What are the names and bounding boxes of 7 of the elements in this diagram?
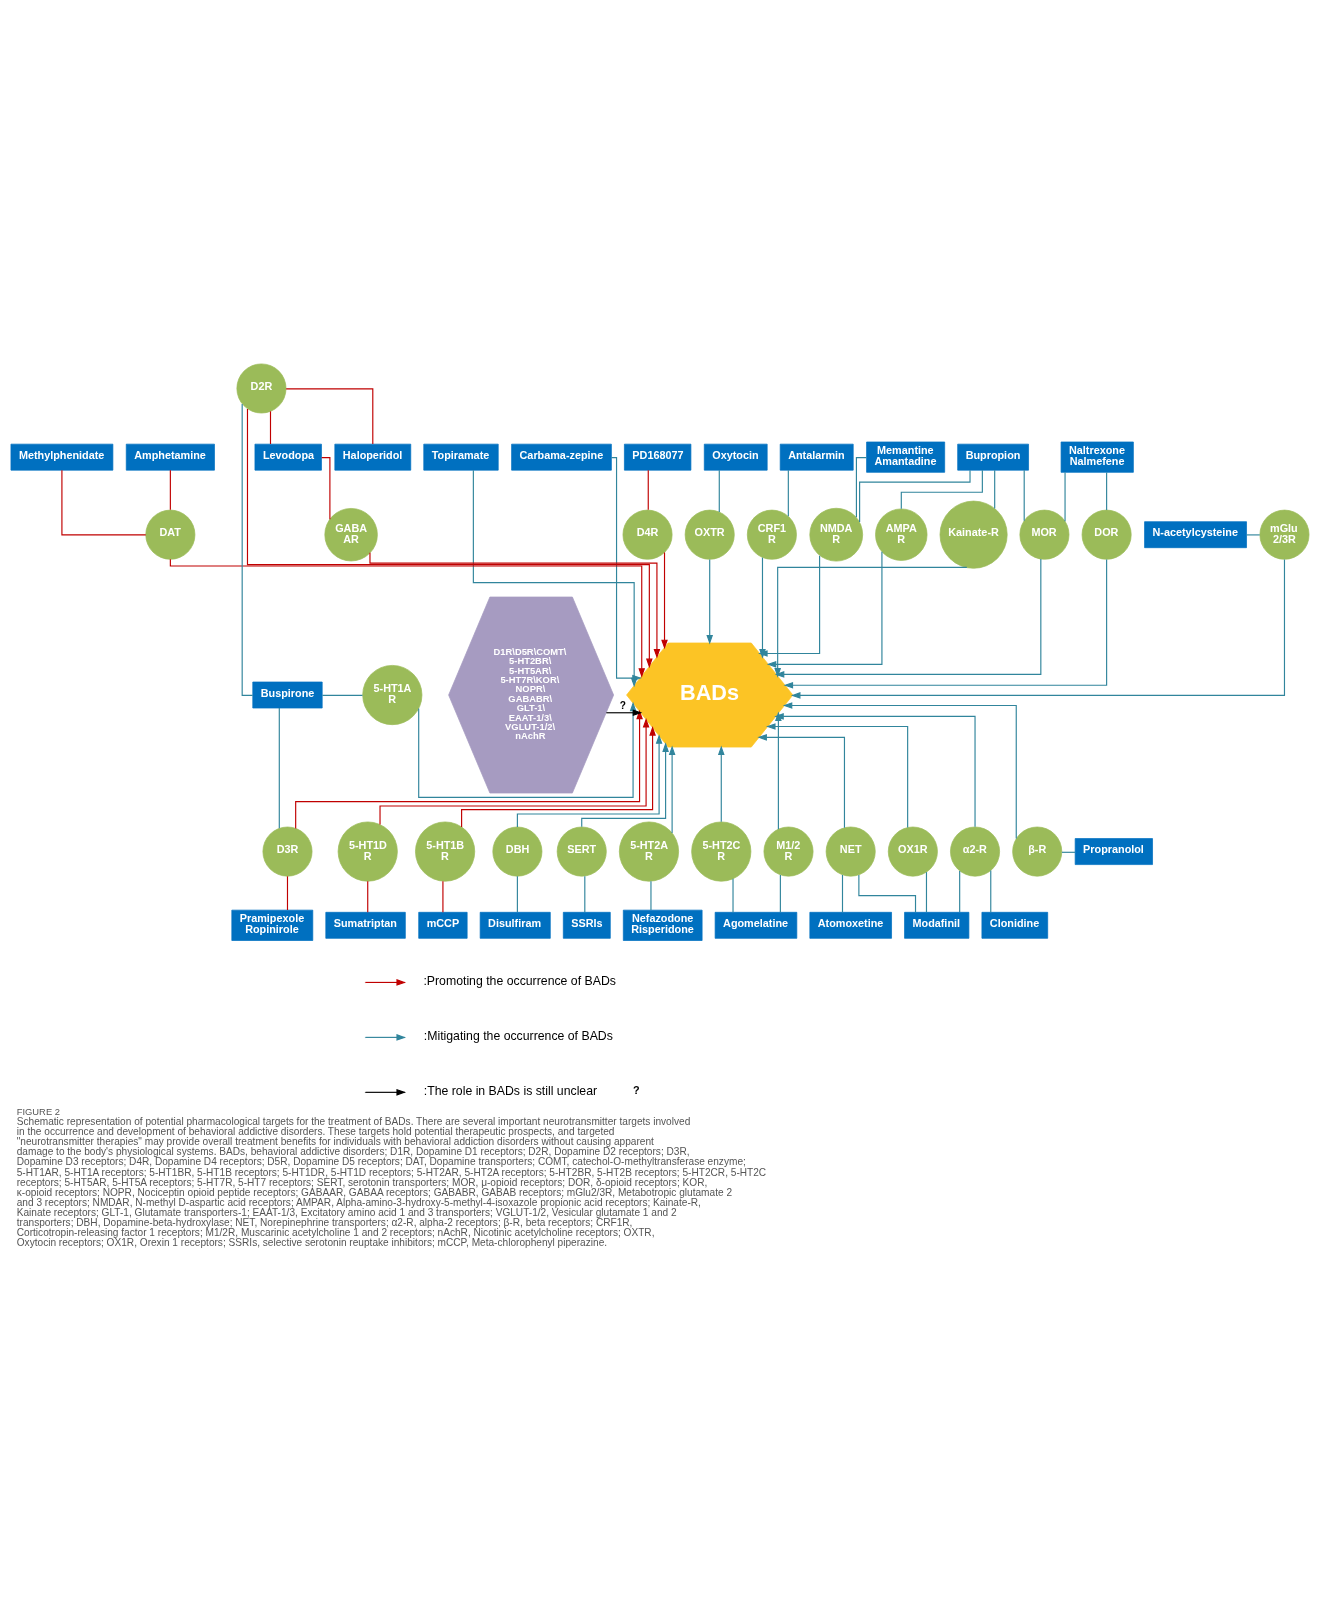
legend-label: :Mitigating the occurrence of BADs xyxy=(423,1029,613,1044)
caption: Schematic representation of potential pharmacological targets for the treatment of BADs. There are several important neurotransmitter targets involved in the occurrence and development of behavioral addictive disorders. These targets hold potential therapeutic prospects, and targeted "neurotransmitter therapies" may provide overall treatment benefits for individuals with behavioral addiction disorders without causing apparent damage to the body's physiological systems. BADs, behavioral addictive disorders; D1R, Dopamine D1 receptors; D2R, Dopamine D2 receptors; D3R, Dopamine D3 receptors; D4R, Dopamine D4 receptors; D5R, Dopamine D5 receptors; DAT, Dopamine transporters; COMT, catechol-O-methyltransferase enzyme; 5-HT1AR, 5-HT1A receptors; 5-HT1BR, 5-HT1B receptors; 5-HT1DR, 5-HT1D receptors; 5-HT2AR, 5-HT2A receptors; 5-HT2BR, 5-HT2B receptors; 5-HT2CR, 5-HT2C receptors; 5-HT5AR, 5-HT5A receptors; 5-HT7R, 5-HT7 receptors; SERT, serotonin transporters; MOR, μ-opioid receptors; DOR, δ-opioid receptors; KOR, κ-opioid receptors; NOPR, Nociceptin opioid peptide receptors; GABAAR, GABAA receptors; GABABR, GABAB receptors; mGlu2/3R, Metabotropic glutamate 2 and 3 receptors; NMDAR, N-methyl D-aspartic acid receptors; AMPAR, Alpha-amino-3-hydroxy-5-methyl-4-isoxazole propionic acid receptors; Kainate-R, Kainate receptors; GLT-1, Glutamate transporters-1; EAAT-1/3, Excitatory amino acid 1 and 3 transporters; VGLUT-1/2, Vesicular glutamate 1 and 2 transporters; DBH, Dopamine-beta-hydroxylase; NET, Norepinephrine transporters; α2-R, alpha-2 receptors; β-R, beta receptors; CRF1R, Corticotropin-releasing factor 1 receptors; M1/2R, Muscarinic acetylcholine 1 and 2 receptors; nAchR, Nicotinic acetylcholine receptors; OXTR, Oxytocin receptors; OX1R, Orexin 1 receptors; SSRIs, selective serotonin reuptake inhibitors; mCCP, Meta-chlorophenyl piperazine. xyxy=(16,1116,767,1249)
legend-label: :The role in BADs is still unclear xyxy=(423,1084,598,1099)
diagram-title: FIGURE 2 xyxy=(16,1106,60,1118)
legend-label: :Promoting the occurrence of BADs xyxy=(423,974,616,989)
edge-label: ? xyxy=(619,700,627,712)
label: ? xyxy=(633,1084,640,1097)
